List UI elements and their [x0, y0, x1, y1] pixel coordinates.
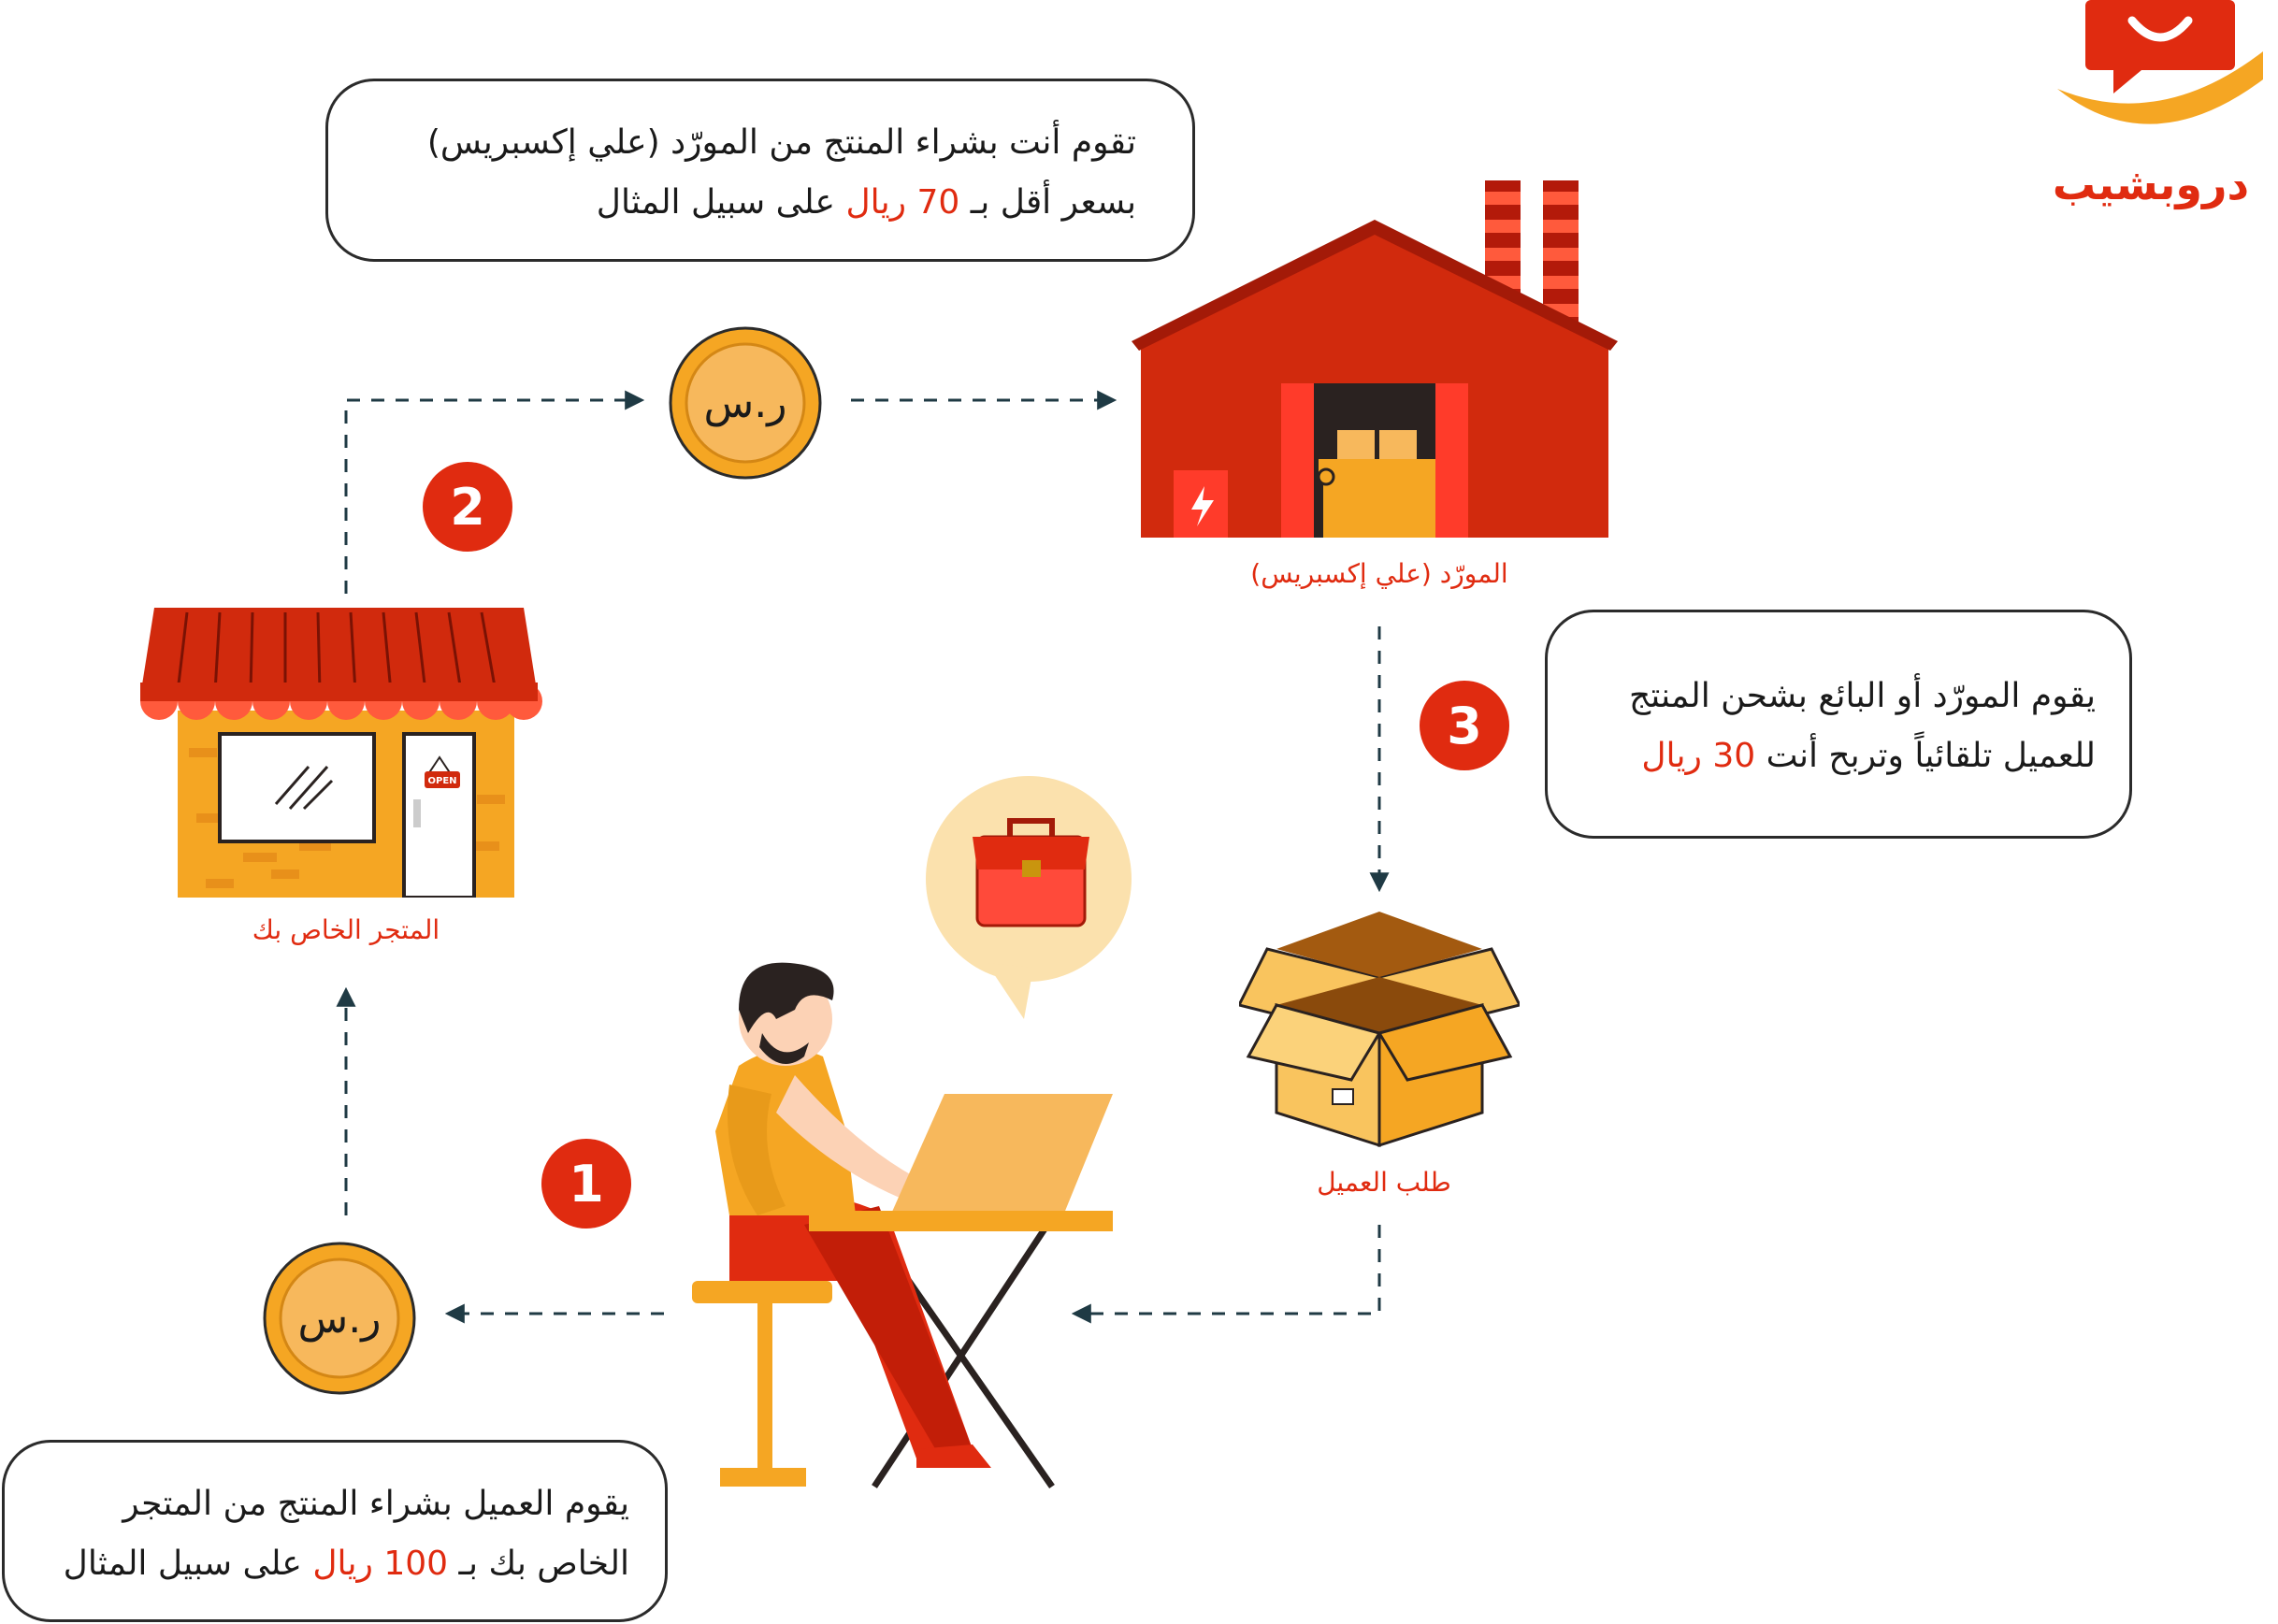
- bubble-top-line2: بسعر أقل بـ 70 ريال على سبيل المثال: [596, 183, 1136, 222]
- arrow-box-to-person: [1071, 1225, 1381, 1324]
- bubble-right-line1: يقوم المورّد أو البائع بشحن المنتج: [1628, 677, 2096, 715]
- coin-icon: ر.س: [669, 326, 822, 480]
- factory-icon: [1132, 180, 1618, 538]
- step-two-badge: 2: [423, 462, 512, 552]
- logo-text: دروبشيب: [2052, 159, 2250, 209]
- bubble-bottom-line1: يقوم العميل بشراء المنتج من المتجر: [123, 1485, 629, 1523]
- bubble-top-line1: تقوم أنت بشراء المنتج من المورّد (علي إك…: [426, 123, 1136, 162]
- profit-highlight: 30 ريال: [1641, 737, 1756, 775]
- price-highlight: 70 ريال: [845, 183, 960, 222]
- bubble-customer-purchase: يقوم العميل بشراء المنتج من المتجر الخاص…: [2, 1440, 668, 1622]
- step-one-badge: 1: [541, 1139, 631, 1229]
- coin-icon: ر.س: [263, 1242, 416, 1395]
- bubble-shipping-profit: يقوم المورّد أو البائع بشحن المنتج للعمي…: [1545, 610, 2132, 839]
- coin-currency-text: ر.س: [298, 1295, 382, 1343]
- box-icon: [1239, 912, 1520, 1148]
- open-sign: OPEN: [427, 776, 456, 786]
- arrow-store-to-coin: [344, 390, 645, 594]
- bubble-bottom-line2: الخاص بك بـ 100 ريال على سبيل المثال: [63, 1545, 629, 1583]
- supplier-label: المورّد (علي إكسبريس): [1250, 558, 1508, 589]
- store-icon: OPEN: [140, 608, 542, 898]
- briefcase-icon: [926, 776, 1132, 1019]
- store-label: المتجر الخاص بك: [252, 914, 440, 945]
- bubble-right-line2: للعميل تلقائياً وتربح أنت 30 ريال: [1641, 737, 2096, 775]
- price-highlight: 100 ريال: [312, 1545, 449, 1583]
- logo-icon: [2057, 0, 2263, 124]
- order-label: طلب العميل: [1317, 1167, 1451, 1198]
- step-three-badge: 3: [1420, 681, 1509, 770]
- coin-currency-text: ر.س: [704, 380, 787, 427]
- person-laptop-icon: [692, 962, 1113, 1489]
- bubble-supplier-purchase: تقوم أنت بشراء المنتج من المورّد (علي إك…: [325, 79, 1195, 262]
